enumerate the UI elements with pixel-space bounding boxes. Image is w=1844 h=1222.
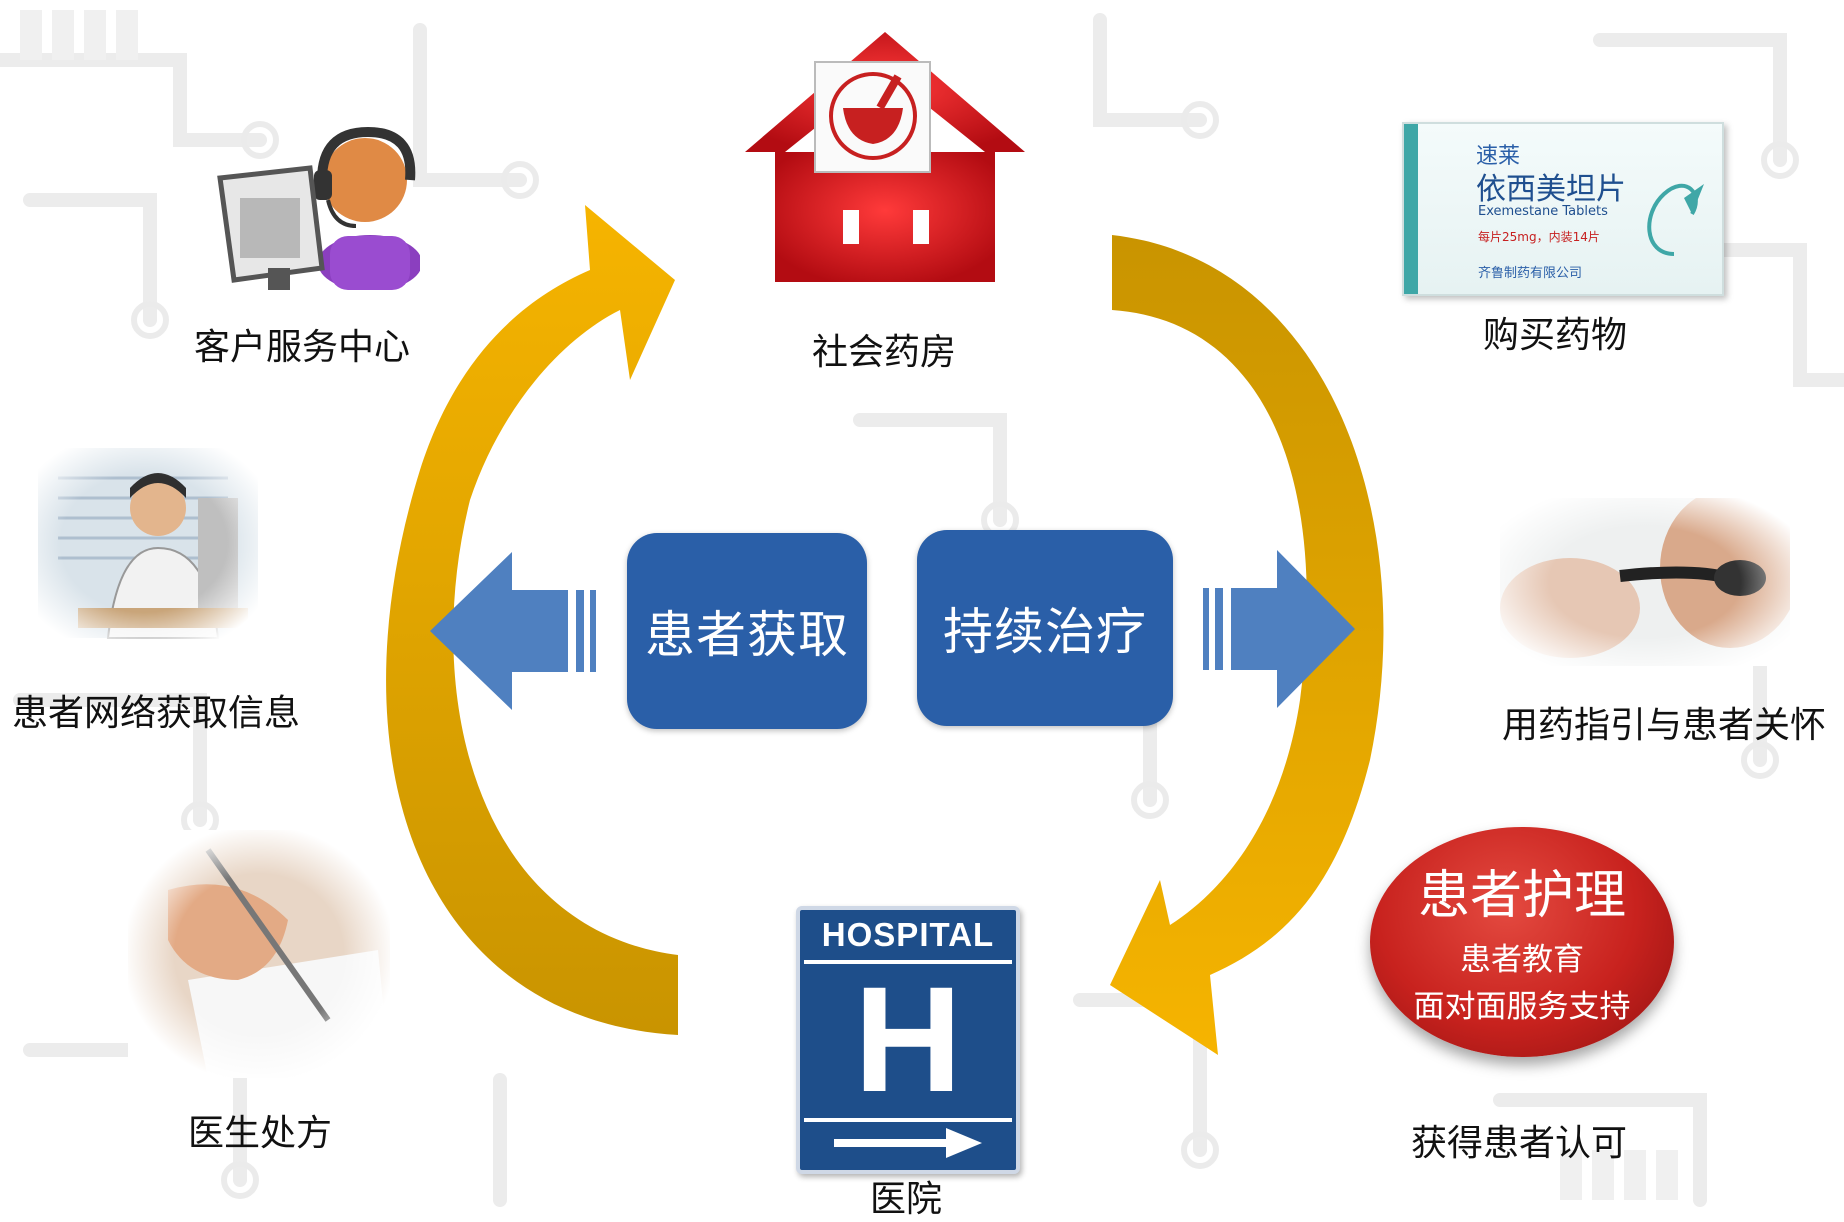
- community-pharmacy-label: 社会药房: [812, 332, 957, 373]
- headset-person-icon: [1500, 498, 1790, 666]
- buy-medicine-label: 购买药物: [1483, 315, 1628, 356]
- medicine-spec: 每片25mg，内装14片: [1478, 230, 1600, 244]
- medication-guidance-label: 用药指引与患者关怀: [1502, 705, 1827, 746]
- patient-acquisition-box: 患者获取: [627, 533, 867, 729]
- left-blue-arrow: [430, 552, 596, 710]
- medicine-brand: 速莱: [1476, 144, 1521, 169]
- customer-service-label: 客户服务中心: [194, 327, 411, 368]
- prescription-writing-icon: [128, 830, 390, 1078]
- pharmacy-house-icon: [745, 32, 1025, 282]
- online-info-person-icon: [18, 438, 270, 648]
- left-cycle-arrow: [386, 205, 678, 1035]
- medicine-name: 依西美坦片: [1476, 172, 1626, 207]
- patient-care-badge: 患者护理 患者教育 面对面服务支持: [1370, 827, 1674, 1057]
- patient-acquisition-label: 患者获取: [645, 606, 849, 664]
- patient-approval-label: 获得患者认可: [1411, 1123, 1628, 1164]
- medicine-box: 速莱 依西美坦片 Exemestane Tablets 每片25mg，内装14片…: [1402, 122, 1724, 296]
- hospital-sign-letter: H: [853, 955, 963, 1123]
- face-to-face-support-text: 面对面服务支持: [1413, 989, 1631, 1025]
- medicine-english: Exemestane Tablets: [1478, 204, 1608, 219]
- continued-treatment-box: 持续治疗: [917, 530, 1173, 726]
- right-blue-arrow: [1203, 550, 1355, 708]
- medicine-maker: 齐鲁制药有限公司: [1478, 266, 1583, 281]
- hospital-sign-text: HOSPITAL: [821, 916, 995, 953]
- arrow-right-icon: [834, 1128, 982, 1158]
- online-info-label: 患者网络获取信息: [12, 693, 301, 734]
- hospital-label: 医院: [870, 1179, 943, 1220]
- right-cycle-arrow: [1110, 235, 1384, 1055]
- customer-service-icon: [217, 126, 420, 290]
- hospital-sign: HOSPITAL H: [796, 906, 1020, 1174]
- swirl-logo-icon: [1647, 183, 1704, 256]
- patient-care-title: 患者护理: [1417, 866, 1626, 926]
- continued-treatment-label: 持续治疗: [943, 603, 1147, 661]
- patient-education-text: 患者教育: [1460, 942, 1584, 978]
- prescription-label: 医生处方: [188, 1113, 333, 1154]
